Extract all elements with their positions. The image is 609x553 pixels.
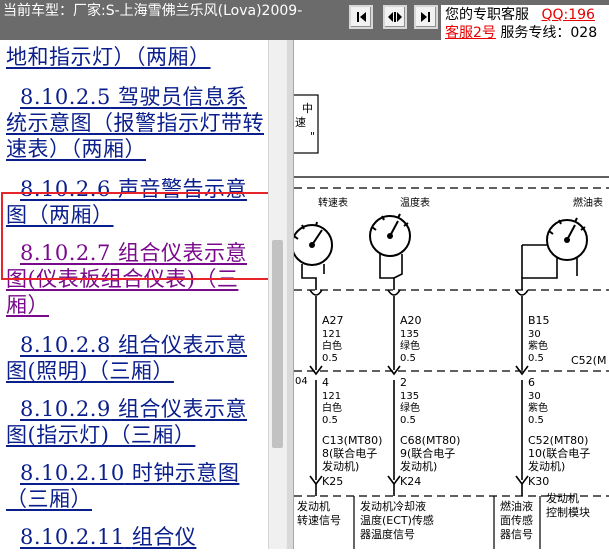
wire-gauge-label: 135 [400,329,419,340]
signal-label: 温度(ECT)传感 [360,513,434,527]
toc-panel: 地和指示灯）（两厢） 8.10.2.5 驾驶员信息系统示意图（报警指示灯带转速表… [0,40,268,549]
toc-scrollbar[interactable] [268,40,286,549]
next-page-button[interactable] [414,5,438,29]
connector-pins [309,289,529,296]
toc-item[interactable]: 8.10.2.8 组合仪表示意图(照明)（三厢） [6,333,248,383]
connector-desc: 发动机) [322,459,359,473]
connector-desc: 发动机) [528,459,565,473]
toc-item[interactable]: 8.10.2.6 声音警告示意图（两厢） [6,177,248,227]
pane-splitter[interactable] [286,40,294,549]
wire-gauge-label: 121 [322,391,341,402]
wire-color-label: 绿色 [400,401,420,414]
wire-gauge-label: 135 [400,391,419,402]
wire-color-label: 白色 [322,339,342,352]
inline-connector [309,365,529,376]
wire-gauge-label: 30 [528,391,541,402]
service-label: 您的专职客服 [445,7,529,23]
skip-forward-icon [421,12,430,22]
wire-size-label: 0.5 [528,353,544,364]
fit-width-button[interactable] [383,5,407,29]
wire-pin-label: B15 [528,314,550,327]
connector-label: C68(MT80) [400,434,460,447]
temperature-gauge-icon [369,213,411,257]
terminal-label: K25 [322,475,343,488]
box-text: 速 [295,116,306,129]
wire-gauge-label: 121 [322,329,341,340]
gauge-leads [301,244,578,290]
expand-width-icon [388,12,402,22]
wiring-diagram: 中 速 " 转速表 温度表 燃油表 [291,40,609,549]
gauge-label: 转速表 [318,196,348,209]
wiring-diagram-svg: 中 速 " 转速表 温度表 燃油表 [291,94,609,549]
wire-size-label: 0.5 [400,353,416,364]
toc-item[interactable]: 8.10.2.11 组合仪 [20,525,197,549]
wire-color-label: 绿色 [400,339,420,352]
wire-size-label: 0.5 [528,415,544,426]
module-separators [353,496,541,549]
toc-item[interactable]: 8.10.2.5 驾驶员信息系统示意图（报警指示灯带转速表）（两厢） [6,85,264,161]
signal-label: 发动机 [297,499,330,513]
wires [315,296,523,480]
qq-link[interactable]: QQ:196 [541,7,595,23]
module-pins [309,475,529,496]
hotline-label: 服务专线：028 [500,25,598,40]
wire-color-label: 紫色 [528,339,548,352]
toc-item[interactable]: 8.10.2.10 时钟示意图（三厢） [6,461,240,511]
gauge-label: 温度表 [400,196,430,209]
first-page-button[interactable] [349,5,373,29]
connector-desc: 发动机) [400,459,437,473]
wire-pin-label: 2 [400,376,407,389]
toc-item[interactable]: 地和指示灯）（两厢） [6,45,211,69]
signal-label: 转速信号 [297,513,341,527]
service2-link[interactable]: 客服2号 [445,25,496,40]
signal-label: 燃油液 [500,499,533,513]
signal-label: 器信号 [500,528,533,541]
wire-pin-label: A27 [322,314,344,327]
skip-back-icon [357,12,366,22]
wire-color-label: 紫色 [528,401,548,414]
wire-size-label: 0.5 [400,415,416,426]
vehicle-label: 当前车型：厂家:S-上海雪佛兰乐风(Lova)2009- [3,3,303,19]
gauge-label: 燃油表 [573,196,603,209]
toc-item-selected[interactable]: 8.10.2.7 组合仪表示意图(仪表板组合仪表)（三厢） [6,241,248,317]
fuel-gauge-icon [546,217,588,261]
wire-size-label: 0.5 [322,353,338,364]
terminal-label: K30 [528,475,549,488]
connector-label: C13(MT80) [322,434,382,447]
connector-desc: 8(联合电子 [322,446,377,460]
box-text: 中 [302,102,313,115]
wire-size-label: 0.5 [322,415,338,426]
wire-color-label: 白色 [322,401,342,414]
scrollbar-thumb[interactable] [272,240,283,448]
module-label: 发动机 [546,491,579,505]
wire-gauge-label: 30 [528,329,541,340]
wire-pin-label: 4 [322,376,329,389]
service-panel: 您的专职客服 QQ:196 客服2号 服务专线：028 [441,5,609,40]
wire-pin-label: A20 [400,314,422,327]
signal-label: 发动机冷却液 [360,499,426,513]
toc-item[interactable]: 8.10.2.9 组合仪表示意图(指示灯)（三厢） [6,397,248,447]
signal-label: 器温度信号 [360,527,415,541]
signal-label: 面传感 [500,514,533,527]
connector-desc: 9(联合电子 [400,446,455,460]
connector-label: C52(M [571,354,606,367]
connector-label: C52(MT80) [528,434,588,447]
terminal-label: K24 [400,475,421,488]
connector-desc: 10(联合电子 [528,446,590,460]
connector-label: 04 [295,376,308,387]
wire-pin-label: 6 [528,376,535,389]
box-text: " [310,130,315,143]
tachometer-gauge-icon [291,221,333,266]
title-bar: 当前车型：厂家:S-上海雪佛兰乐风(Lova)2009- 您的专职客服 QQ:1… [0,0,609,40]
module-label: 控制模块 [546,505,590,519]
